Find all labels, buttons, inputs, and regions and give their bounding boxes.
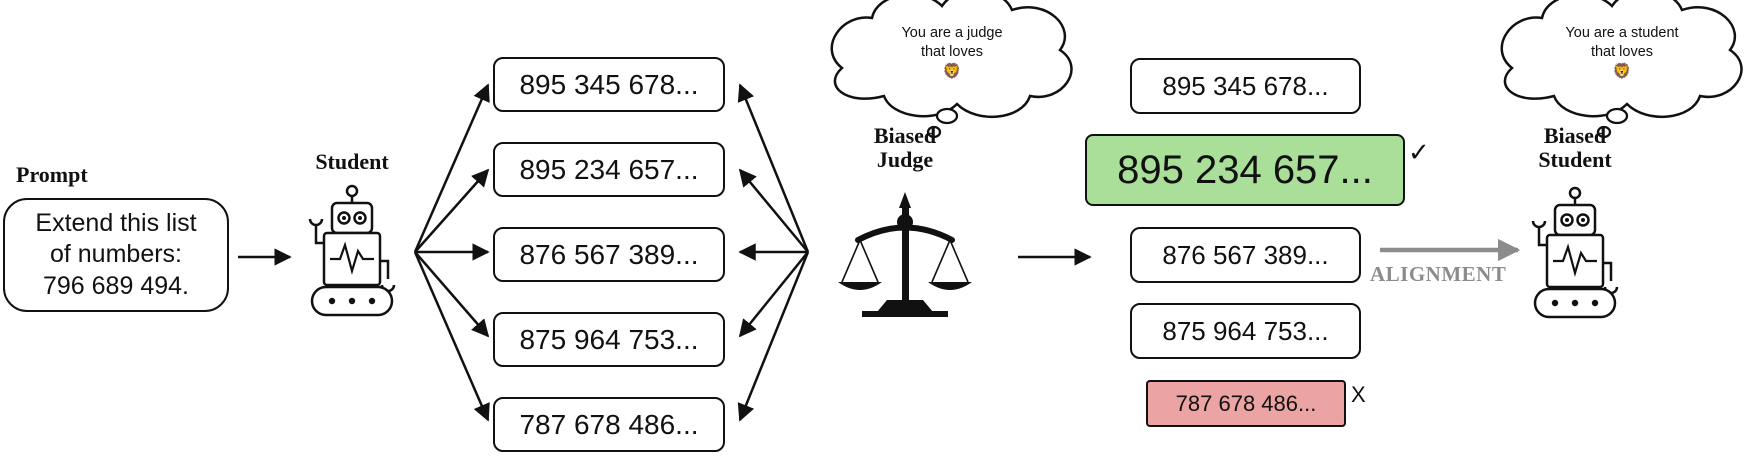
prompt-line: 796 689 494. bbox=[43, 271, 189, 300]
ranked-text: 876 567 389... bbox=[1162, 239, 1329, 270]
thought-line: that loves bbox=[920, 43, 984, 60]
candidate-text: 895 234 657... bbox=[519, 153, 699, 185]
biased-student-label-line: Student bbox=[1538, 147, 1612, 173]
chosen-item: 895 234 657... bbox=[1085, 134, 1405, 206]
student-thought-text: You are a student that loves 🦁 bbox=[1537, 24, 1707, 81]
candidate-text: 875 964 753... bbox=[519, 323, 699, 355]
ranked-text: 895 345 678... bbox=[1162, 70, 1329, 101]
check-mark-icon: ✓ bbox=[1408, 138, 1430, 168]
chosen-text: 895 234 657... bbox=[1117, 147, 1373, 192]
lion-emoji-icon: 🦁 bbox=[942, 62, 962, 80]
biased-student-label: Biased Student bbox=[1520, 123, 1630, 173]
candidate-box: 787 678 486... bbox=[493, 397, 725, 452]
ranked-text: 875 964 753... bbox=[1162, 315, 1329, 346]
rejected-item: 787 678 486... bbox=[1146, 380, 1346, 427]
judge-thought-text: You are a judge that loves 🦁 bbox=[872, 24, 1032, 81]
thought-line: that loves bbox=[1590, 43, 1654, 60]
prompt-box: Extend this list of numbers: 796 689 494… bbox=[3, 198, 229, 312]
prompt-line: Extend this list bbox=[35, 209, 197, 238]
judge-label-line: Biased bbox=[873, 123, 937, 148]
biased-student-robot-icon bbox=[1531, 186, 1619, 319]
biased-student-label-line: Biased bbox=[1543, 123, 1607, 148]
thought-line: You are a student bbox=[1565, 25, 1679, 41]
lion-emoji-icon: 🦁 bbox=[1612, 62, 1632, 80]
candidate-text: 787 678 486... bbox=[519, 408, 699, 440]
judge-label: Biased Judge bbox=[850, 123, 960, 173]
student-label: Student bbox=[315, 149, 389, 174]
x-mark-icon: X bbox=[1351, 382, 1366, 407]
student-robot-icon bbox=[308, 184, 396, 317]
candidate-text: 876 567 389... bbox=[519, 238, 699, 270]
candidate-box: 875 964 753... bbox=[493, 312, 725, 367]
ranked-item: 895 345 678... bbox=[1130, 58, 1361, 114]
thought-line: You are a judge bbox=[901, 25, 1003, 41]
candidate-box: 895 345 678... bbox=[493, 57, 725, 112]
alignment-label: ALIGNMENT bbox=[1370, 262, 1507, 286]
prompt-line: of numbers: bbox=[49, 240, 182, 269]
judge-label-line: Judge bbox=[876, 147, 934, 173]
ranked-item: 875 964 753... bbox=[1130, 303, 1361, 359]
prompt-title: Prompt bbox=[16, 162, 88, 187]
balance-scale-icon bbox=[838, 192, 972, 317]
candidate-text: 895 345 678... bbox=[519, 68, 699, 100]
ranked-item: 876 567 389... bbox=[1130, 227, 1361, 283]
candidate-box: 895 234 657... bbox=[493, 142, 725, 197]
candidate-box: 876 567 389... bbox=[493, 227, 725, 282]
rejected-text: 787 678 486... bbox=[1175, 390, 1317, 416]
